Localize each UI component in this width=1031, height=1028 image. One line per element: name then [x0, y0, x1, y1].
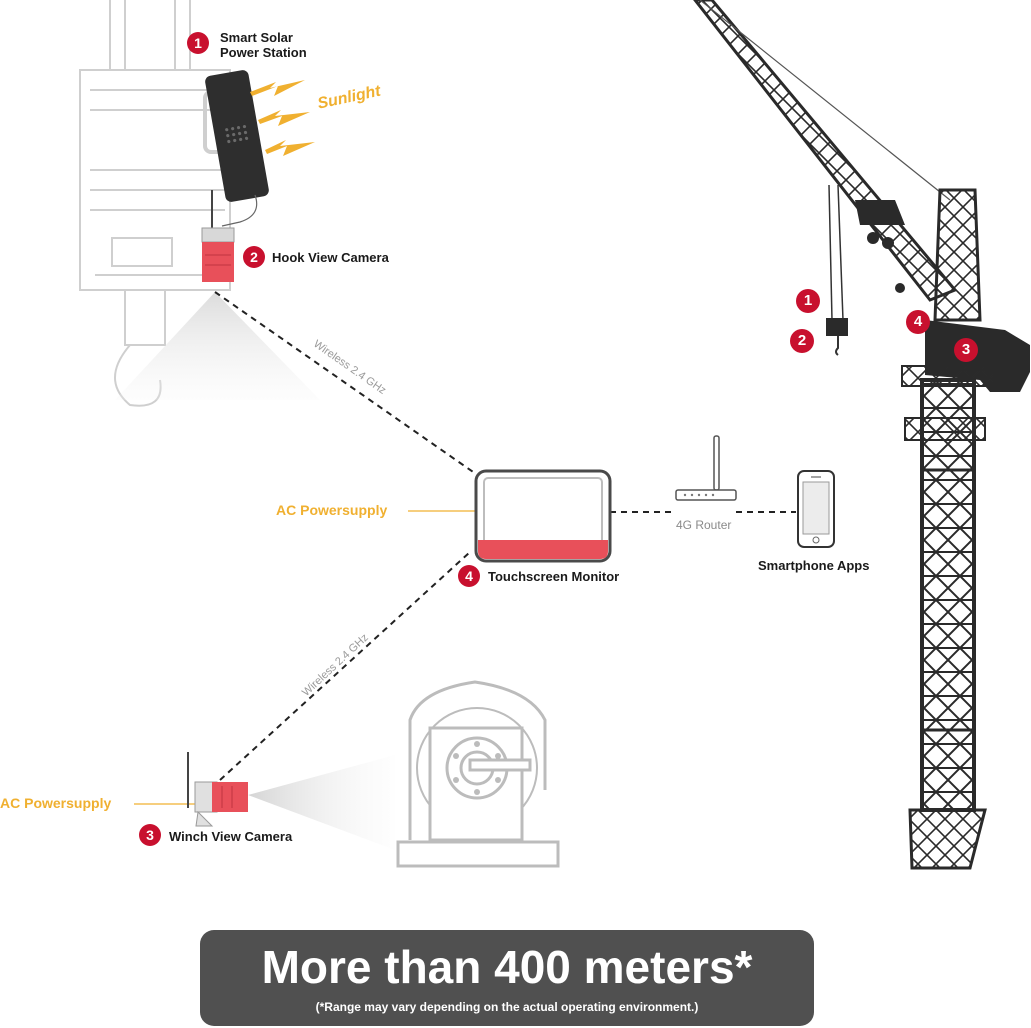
badge-4-monitor: 4 — [458, 565, 480, 587]
label-ac-power-monitor: AC Powersupply — [276, 502, 388, 518]
touchscreen-monitor-icon — [474, 469, 612, 563]
wireless-link-hook — [214, 291, 477, 475]
winch-drum-icon — [396, 680, 560, 868]
label-winch-view-camera: Winch View Camera — [169, 829, 293, 844]
solar-panel-icon — [203, 70, 269, 227]
crane-marker-4: 4 — [906, 310, 930, 334]
crane-marker-3: 3 — [954, 338, 978, 362]
badge-2-hook-camera: 2 — [243, 246, 265, 268]
winch-camera-icon — [187, 752, 248, 827]
sunlight-arrows — [250, 80, 315, 156]
hook-camera-icon — [201, 190, 235, 282]
range-banner-note: (*Range may vary depending on the actual… — [315, 1000, 699, 1014]
crane-marker-1: 1 — [796, 289, 820, 313]
label-touchscreen-monitor: Touchscreen Monitor — [488, 569, 620, 584]
winch-camera-view-cone — [248, 755, 395, 850]
label-smart-solar-line1: Smart Solar — [220, 30, 293, 45]
label-smart-solar-line2: Power Station — [220, 45, 307, 60]
label-smartphone-apps: Smartphone Apps — [758, 558, 870, 573]
smartphone-icon — [797, 470, 835, 548]
range-banner: More than 400 meters* (*Range may vary d… — [200, 930, 814, 1026]
badge-1-solar: 1 — [187, 32, 209, 54]
label-ac-power-winch: AC Powersupply — [0, 795, 112, 811]
wireless-link-winch — [219, 551, 471, 781]
tower-crane-icon — [693, 0, 1030, 870]
router-icon — [675, 435, 737, 501]
crane-marker-2: 2 — [790, 329, 814, 353]
label-hook-view-camera: Hook View Camera — [272, 250, 389, 265]
range-banner-title: More than 400 meters* — [261, 941, 753, 993]
label-4g-router: 4G Router — [676, 518, 732, 532]
badge-3-winch-camera: 3 — [139, 824, 161, 846]
hook-camera-view-cone — [115, 292, 320, 400]
